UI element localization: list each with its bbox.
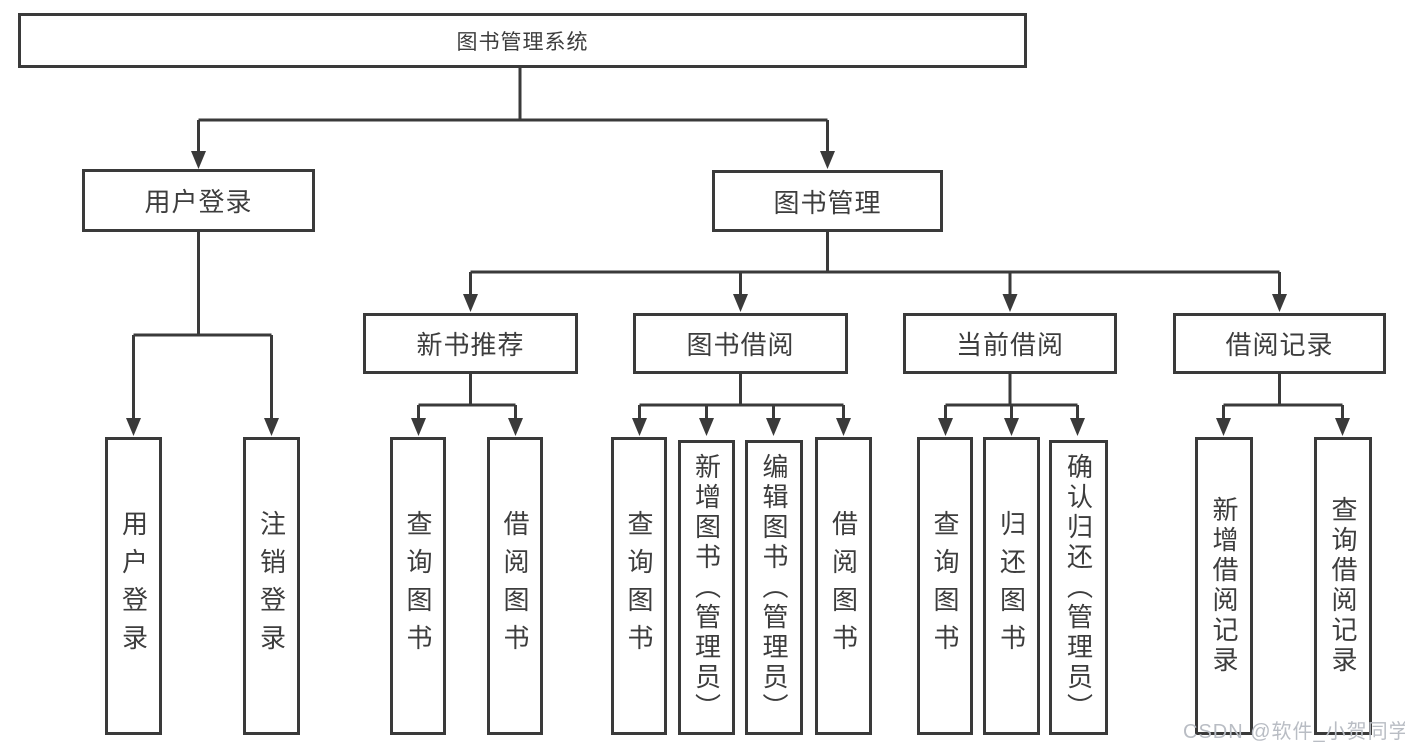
node-book-borrowing: 图书借阅	[633, 313, 848, 374]
node-new-book-recommendation: 新书推荐	[363, 313, 578, 374]
leaf-logout: 注销登录	[243, 437, 300, 735]
node-user-login: 用户登录	[82, 169, 315, 232]
connector-borrow-to-leaves	[638, 374, 845, 422]
connector-rec-to-leaves	[417, 374, 517, 422]
node-borrowing-records: 借阅记录	[1173, 313, 1386, 374]
leaf-user-login: 用户登录	[105, 437, 162, 735]
leaf-confirm-return-admin: 确认归还（管理员）	[1049, 440, 1108, 735]
connector-mgmt-to-level3	[469, 232, 1281, 298]
leaf-add-borrow-record: 新增借阅记录	[1195, 437, 1253, 735]
leaf-edit-books-admin: 编辑图书（管理员）	[745, 440, 803, 735]
leaf-borrow-books-rec: 借阅图书	[487, 437, 543, 735]
leaf-query-books-current: 查询图书	[917, 437, 973, 735]
node-library-management-system: 图书管理系统	[18, 13, 1027, 68]
connector-login-to-leaves	[132, 232, 273, 422]
csdn-watermark: CSDN @软件_小贺同学	[1183, 721, 1405, 743]
connector-records-to-leaves	[1222, 374, 1344, 422]
leaf-borrow-books: 借阅图书	[815, 437, 872, 735]
leaf-return-books: 归还图书	[983, 437, 1040, 735]
leaf-query-books-rec: 查询图书	[390, 437, 446, 735]
leaf-query-books-borrow: 查询图书	[611, 437, 667, 735]
node-current-borrowing: 当前借阅	[903, 313, 1117, 374]
leaf-add-books-admin: 新增图书（管理员）	[678, 440, 735, 735]
leaf-query-borrow-record: 查询借阅记录	[1314, 437, 1372, 735]
connector-root-to-level2	[197, 68, 829, 154]
node-book-management: 图书管理	[712, 170, 943, 232]
connector-current-to-leaves	[944, 374, 1079, 422]
